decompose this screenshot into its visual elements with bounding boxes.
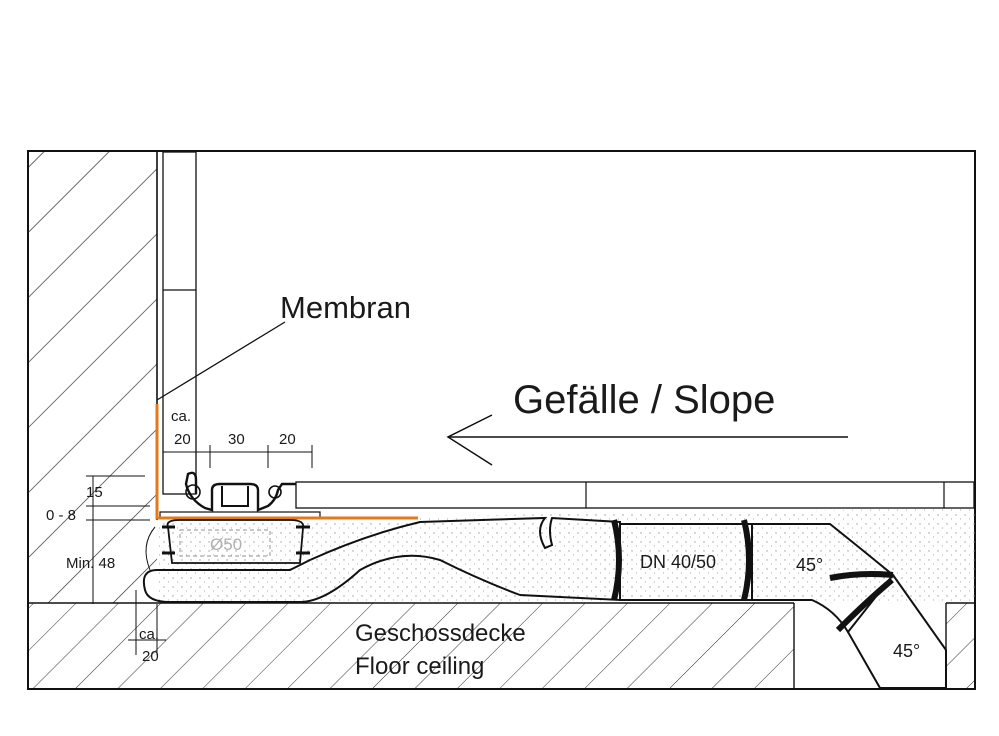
wall-tiles [162,151,197,495]
membrane-label: Membran [280,290,411,325]
dim-min48-label: Min. 48 [66,555,115,572]
slope-arrow [446,414,848,466]
dimension-bottom [128,590,166,655]
membrane-leader-line [156,321,286,401]
angle-2-label: 45° [893,641,920,661]
deck-label-en: Floor ceiling [355,653,484,680]
pipe-bend-45 [751,523,947,689]
diameter-label: Ø50 [210,535,242,554]
drain-channel [159,471,321,519]
dim-ca-bottom-label: ca. [139,626,159,643]
dim-15-label: 15 [86,484,103,501]
dim-20-right-label: 20 [279,431,296,448]
drawing-frame [27,150,976,690]
dimension-top [162,445,313,480]
pipe-dn-label: DN 40/50 [640,552,716,572]
slope-label: Gefälle / Slope [513,378,775,422]
dim-30-label: 30 [228,431,245,448]
dim-20-bottom-label: 20 [142,648,159,665]
screed-bed [157,508,975,603]
dimension-left [86,475,156,604]
floor-tiles [295,481,975,509]
dim-0-8-label: 0 - 8 [46,507,76,524]
membrane-line [155,404,418,520]
drain-siphon [142,516,621,603]
dim-20-left-label: 20 [174,431,191,448]
angle-1-label: 45° [796,555,823,575]
deck-label-de: Geschossdecke [355,620,526,647]
dim-ca-top-label: ca. [171,408,191,425]
